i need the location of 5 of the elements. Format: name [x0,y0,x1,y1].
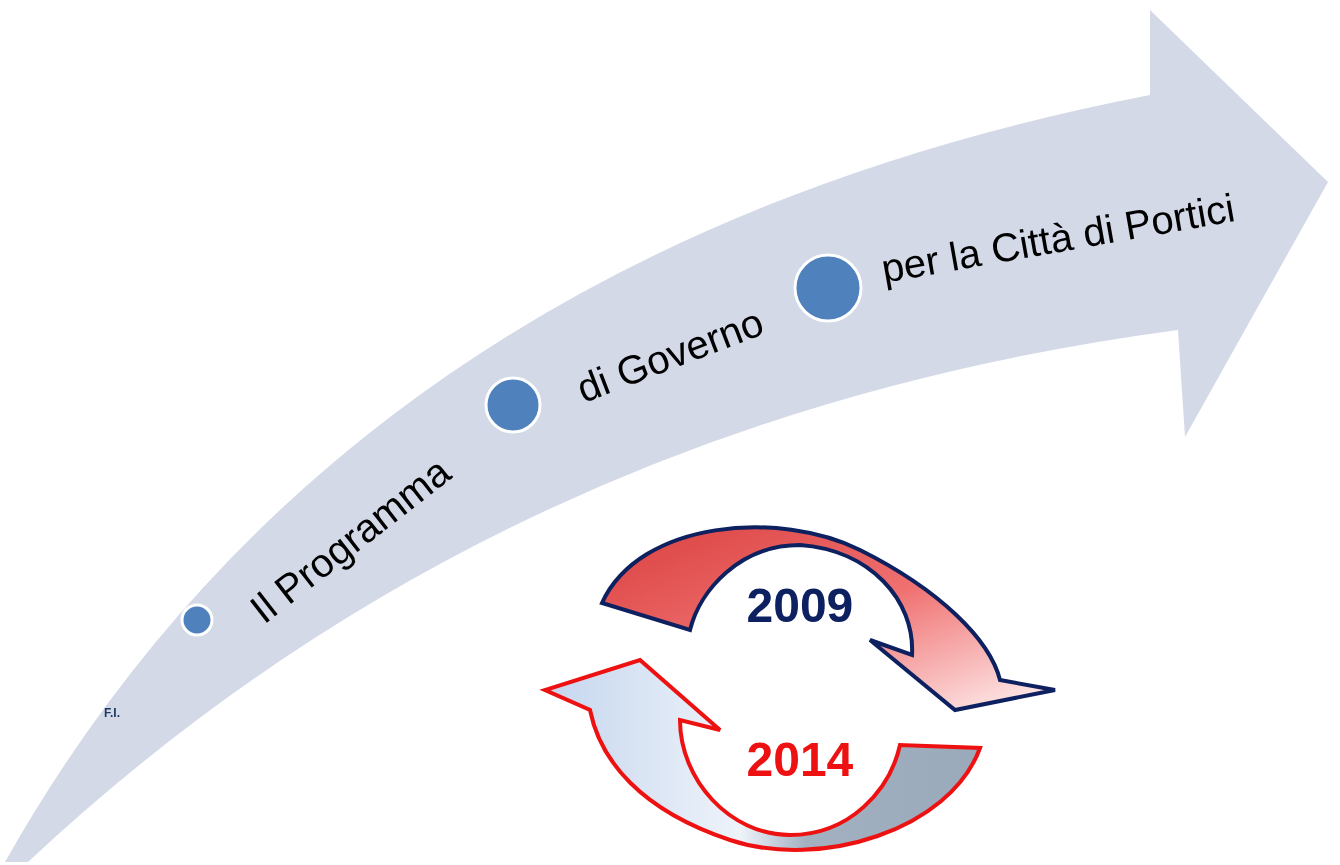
year-label: 2014 [746,736,854,784]
title-text: di Governo [571,301,769,409]
author-initials: F.I. [104,707,120,719]
year-label: 2009 [746,582,854,630]
title-text: per la Città di Portici [878,187,1238,289]
